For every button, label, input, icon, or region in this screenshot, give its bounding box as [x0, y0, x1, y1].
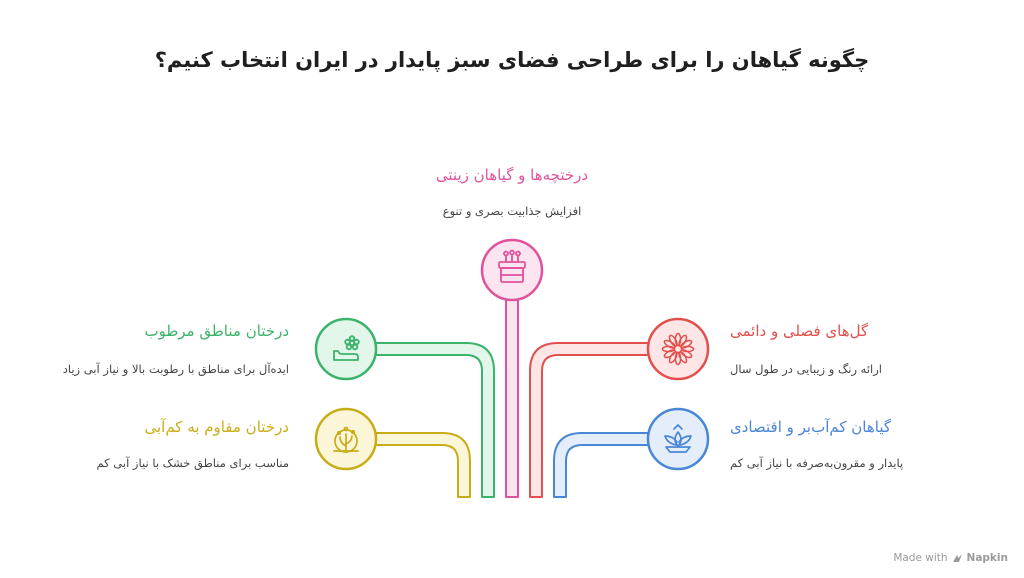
watering-flower-icon: [333, 335, 360, 361]
node-heading-drought: درختان مقاوم به کم‌آبی: [144, 418, 289, 436]
node-circle-humid: [314, 317, 378, 381]
connector-red: [529, 342, 651, 498]
desert-shrub-icon: [333, 426, 359, 453]
node-description-humid: ایده‌آل برای مناطق با رطوبت بالا و نیاز …: [62, 362, 289, 376]
node-heading-humid: درختان مناطق مرطوب: [144, 322, 289, 340]
napkin-logo-icon: [952, 553, 962, 562]
footer-brand: Napkin: [966, 552, 1008, 564]
node-heading-lowwater: گیاهان کم‌آب‌بر و اقتصادی: [730, 418, 892, 436]
node-circle-shrubs: [480, 238, 544, 302]
node-heading-shrubs: درختچه‌ها و گیاهان زینتی: [435, 166, 589, 184]
daisy-flower-icon: [661, 332, 695, 366]
node-circle-seasonal: [646, 317, 710, 381]
planter-box-flowers-icon: [498, 249, 526, 283]
node-description-shrubs: افزایش جذابیت بصری و تنوع: [442, 204, 582, 218]
page-title: چگونه گیاهان را برای طراحی فضای سبز پاید…: [154, 48, 870, 72]
node-description-seasonal: ارائه رنگ و زیبایی در طول سال: [730, 362, 882, 376]
made-with-napkin-badge[interactable]: Made with Napkin: [893, 552, 1008, 564]
connector-blue: [553, 432, 651, 498]
node-description-drought: مناسب برای مناطق خشک با نیاز آبی کم: [96, 456, 289, 470]
lotus-plant-icon: [664, 424, 692, 453]
connector-green: [375, 342, 495, 498]
node-heading-seasonal: گل‌های فصلی و دائمی: [730, 322, 869, 340]
node-circle-drought: [314, 407, 378, 471]
node-circle-lowwater: [646, 407, 710, 471]
node-description-lowwater: پایدار و مقرون‌به‌صرفه با نیاز آبی کم: [730, 456, 904, 470]
connector-pink: [505, 299, 519, 498]
connector-yellow: [375, 432, 471, 498]
footer-prefix: Made with: [893, 552, 948, 564]
